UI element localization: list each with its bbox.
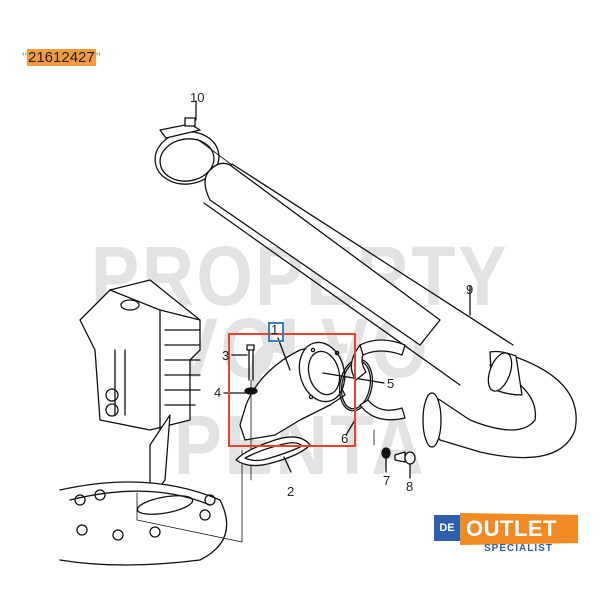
- highlight-box-blue: [268, 322, 284, 342]
- callout-6: 6: [341, 431, 349, 446]
- highlight-box-red: [228, 333, 356, 447]
- logo-outlet: OUTLET: [460, 513, 578, 545]
- exhaust-elbow-icon: [239, 337, 346, 441]
- callout-10: 10: [190, 90, 205, 105]
- engine-block-icon: [59, 279, 243, 566]
- de-outlet-specialist-logo: DE OUTLET SPECIALIST: [434, 513, 584, 554]
- callout-7: 7: [383, 473, 391, 488]
- exhaust-hose-icon: [196, 138, 577, 459]
- callout-5: 5: [387, 376, 395, 391]
- close-quote: ": [95, 49, 101, 65]
- logo-specialist: SPECIALIST: [484, 543, 553, 554]
- washer-icon: [223, 387, 258, 395]
- hose-clamp-icon: [154, 100, 220, 185]
- small-washer-icon: [373, 429, 391, 473]
- logo-de: DE: [434, 515, 460, 541]
- callout-4: 4: [214, 385, 222, 400]
- callout-8: 8: [406, 479, 414, 494]
- part-number-label: "21612427": [22, 49, 101, 66]
- callout-9: 9: [466, 282, 474, 297]
- callout-2: 2: [287, 484, 295, 499]
- callout-1: 1: [271, 322, 279, 337]
- small-bolt-icon: [394, 451, 416, 479]
- callout-3: 3: [222, 348, 230, 363]
- part-number-highlight: 21612427: [26, 49, 96, 66]
- open-quote: ": [22, 49, 27, 65]
